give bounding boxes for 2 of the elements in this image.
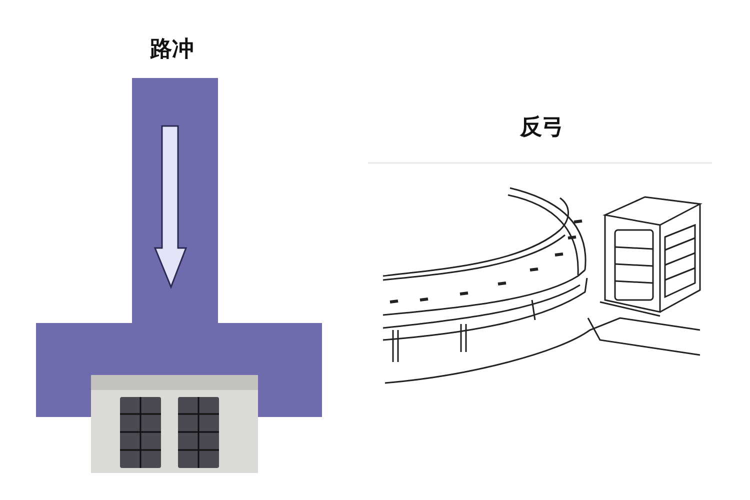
caption-label: 反弓 <box>520 114 564 142</box>
caption-label: 路冲 <box>150 36 194 64</box>
